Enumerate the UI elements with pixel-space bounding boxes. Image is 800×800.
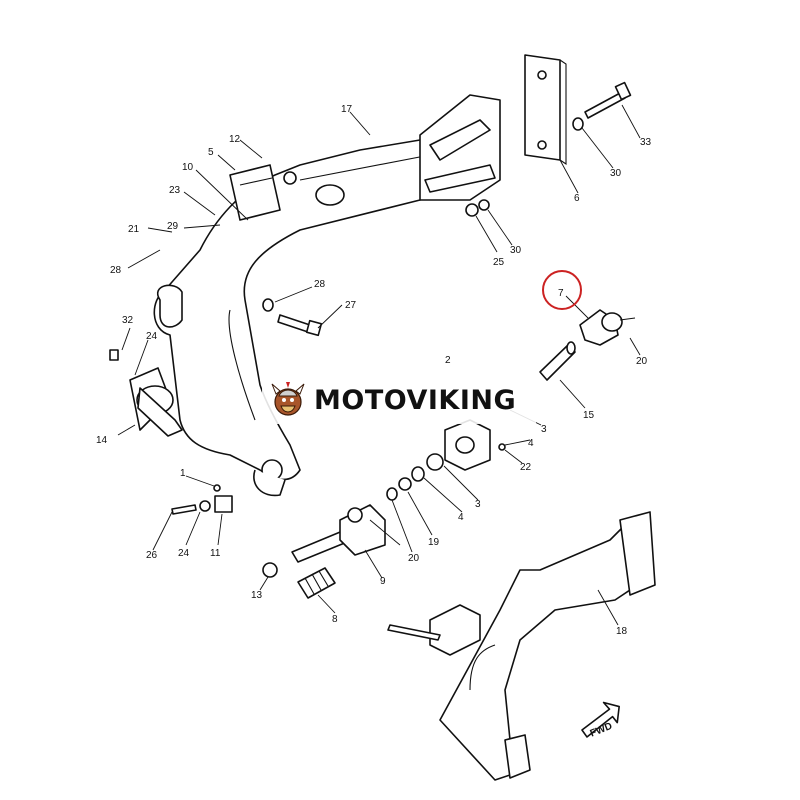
callout-20a: 20	[636, 356, 648, 367]
callout-11: 11	[210, 548, 221, 559]
callout-27: 27	[345, 300, 357, 311]
block-bearing	[444, 419, 491, 471]
mounting-bracket	[419, 94, 501, 201]
callout-26: 26	[146, 550, 158, 561]
nut-1	[213, 484, 221, 492]
washer-3	[426, 453, 444, 471]
brand-banner: MOTOVIKING	[262, 376, 536, 424]
forward-direction-arrow: FWD	[581, 701, 620, 740]
highlight-circle	[542, 270, 582, 310]
bolt-26	[171, 504, 197, 515]
callout-3b: 3	[475, 499, 481, 510]
callout-17: 17	[341, 104, 353, 115]
callout-4b: 4	[458, 512, 464, 523]
callout-28b: 28	[314, 279, 326, 290]
bracket-5-12	[229, 164, 297, 221]
washer-30	[478, 199, 490, 211]
callout-7: 7	[558, 288, 564, 299]
pedal-9	[291, 504, 386, 563]
brand-name: MOTOVIKING	[314, 384, 517, 416]
callout-8: 8	[332, 614, 338, 625]
callout-15: 15	[583, 410, 595, 421]
frame-18	[387, 511, 656, 781]
callout-12: 12	[229, 134, 241, 145]
bushing	[315, 184, 345, 206]
callout-13: 13	[251, 590, 263, 601]
nut-19	[398, 477, 412, 491]
screw-22	[498, 443, 506, 451]
callout-19: 19	[428, 537, 440, 548]
bolt-27	[262, 298, 323, 337]
callout-10: 10	[182, 162, 194, 173]
arm-loop	[156, 284, 183, 328]
callout-5: 5	[208, 147, 214, 158]
callout-23: 23	[169, 185, 181, 196]
bolt-32	[109, 349, 119, 361]
callout-2: 2	[445, 355, 451, 366]
callout-30b: 30	[510, 245, 522, 256]
universal-joint-7	[579, 309, 636, 346]
callout-18: 18	[616, 626, 628, 637]
callout-1: 1	[180, 468, 186, 479]
knob-13	[262, 562, 278, 578]
callout-25: 25	[493, 257, 505, 268]
callout-29: 29	[167, 221, 179, 232]
callout-30a: 30	[610, 168, 622, 179]
leader-lines	[117, 104, 641, 626]
grip-8	[297, 567, 336, 599]
washer-24	[199, 500, 211, 512]
callout-20b: 20	[408, 553, 420, 564]
callout-33: 33	[640, 137, 652, 148]
plate-6	[524, 54, 567, 166]
callout-21: 21	[128, 224, 140, 235]
callout-6: 6	[574, 193, 580, 204]
callout-14: 14	[96, 435, 108, 446]
nut-25	[465, 203, 479, 217]
callout-labels: 17 12 5 10 23 29 21 28 28 27 32 24 14 6 …	[96, 104, 652, 637]
callout-3a: 3	[541, 424, 547, 435]
washer-3b	[386, 487, 398, 501]
callout-9: 9	[380, 576, 386, 587]
callout-28a: 28	[110, 265, 122, 276]
spring-bracket-14	[129, 367, 183, 437]
viking-mascot-icon	[271, 382, 305, 416]
bolt-33	[572, 81, 632, 131]
callout-24b: 24	[178, 548, 190, 559]
bracket-11	[214, 495, 233, 513]
callout-22: 22	[520, 462, 532, 473]
callout-4a: 4	[528, 438, 534, 449]
callout-24a: 24	[146, 331, 158, 342]
ring-4	[411, 466, 425, 482]
pin-15	[539, 341, 576, 381]
callout-32: 32	[122, 315, 134, 326]
